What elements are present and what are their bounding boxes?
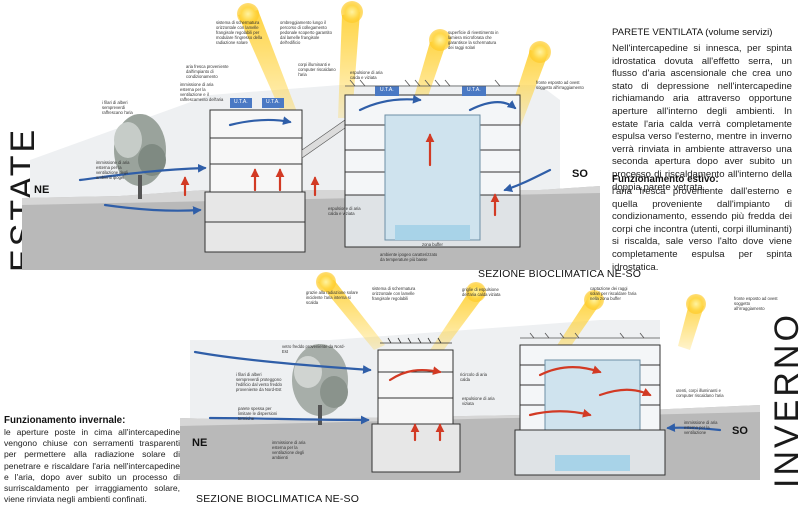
summer-annotation: immissione di aria esterna per la ventil… [96, 160, 130, 180]
summer-tree [114, 114, 166, 199]
winter-annotation: griglie di espulsione dell'aria calda vi… [462, 287, 501, 297]
orientation-so-winter: SO [732, 425, 748, 437]
winter-annotation: immissione di aria esterna per la ventil… [684, 420, 718, 435]
winter-annotation: immissione di aria esterna per la ventil… [272, 440, 306, 460]
winter-annotation: captazione dei raggi solari per riscalda… [590, 286, 637, 301]
summer-annotation: sistema di schermatura orizzontale con l… [216, 20, 263, 45]
orientation-ne-summer: NE [34, 184, 50, 196]
summer-annotation: superficie di rivestimento in lamiera mi… [448, 30, 499, 50]
uta-label: U.T.A. [266, 99, 280, 105]
summer-annotation: immissione di aria esterna per la ventil… [180, 82, 224, 102]
winter-section-title: SEZIONE BIOCLIMATICA NE-SO [196, 493, 360, 505]
ventilated-wall-heading: PARETE VENTILATA (volume servizi) [612, 27, 773, 38]
summer-annotation: ombreggiamento lungo il percorso di coll… [280, 20, 332, 45]
summer-annotation: espulsione di aria calda e viziata [350, 70, 383, 80]
winter-left-building [371, 349, 461, 473]
orientation-so-summer: SO [572, 168, 588, 180]
winter-annotation: parete spessa per limitare le dispersion… [238, 406, 278, 421]
uta-label: U.T.A. [380, 87, 394, 93]
winter-operation-description: le aperture poste in cima all'intercaped… [4, 427, 180, 505]
summer-operation-description: l'aria fresca proveniente dall'esterno e… [612, 186, 792, 273]
summer-annotation: corpi illuminanti e computer riscaldano … [298, 62, 336, 77]
summer-main-building [344, 94, 521, 248]
winter-operation-heading: Funzionamento invernale: [4, 415, 126, 426]
summer-annotation: i filari di alberi sempreverdi raffresca… [102, 100, 133, 115]
summer-annotation: fronte esposto ad ovest soggetto all'irr… [536, 80, 584, 90]
summer-annotation: ambiente ipogeo caratterizzato da temper… [380, 252, 438, 262]
uta-label: U.T.A. [467, 87, 481, 93]
winter-annotation: utenti, corpi illuminanti e computer ris… [676, 388, 724, 398]
ventilated-wall-description: Nell'intercapedine si innesca, per spint… [612, 43, 792, 193]
summer-annotation: espulsione di aria calda e viziata [328, 206, 361, 216]
orientation-ne-winter: NE [192, 437, 208, 449]
winter-annotation: i filari di alberi sempreverdi proteggon… [236, 372, 282, 392]
summer-annotation: zona buffer [422, 242, 443, 247]
winter-annotation: grazie alla radiazione solare incidente … [306, 290, 359, 305]
winter-annotation: sistema di schermatura orizzontale con l… [372, 286, 416, 301]
winter-tree [292, 344, 348, 425]
summer-operation-heading: Funzionamento estivo: [612, 174, 719, 185]
summer-annotation: aria fresca proveniente dall'impianto di… [186, 64, 229, 79]
winter-annotation: fronte esposto ad ovest soggetto all'irr… [734, 296, 778, 311]
uta-label: U.T.A. [234, 99, 248, 105]
winter-annotation: ricircolo di aria calda [460, 372, 487, 382]
winter-annotation: vetro freddo proveniente da Nord-Est [282, 344, 345, 354]
winter-main-building [514, 344, 666, 476]
summer-section-title: SEZIONE BIOCLIMATICA NE-SO [478, 268, 642, 280]
winter-annotation: espulsione di aria viziata [462, 396, 495, 406]
